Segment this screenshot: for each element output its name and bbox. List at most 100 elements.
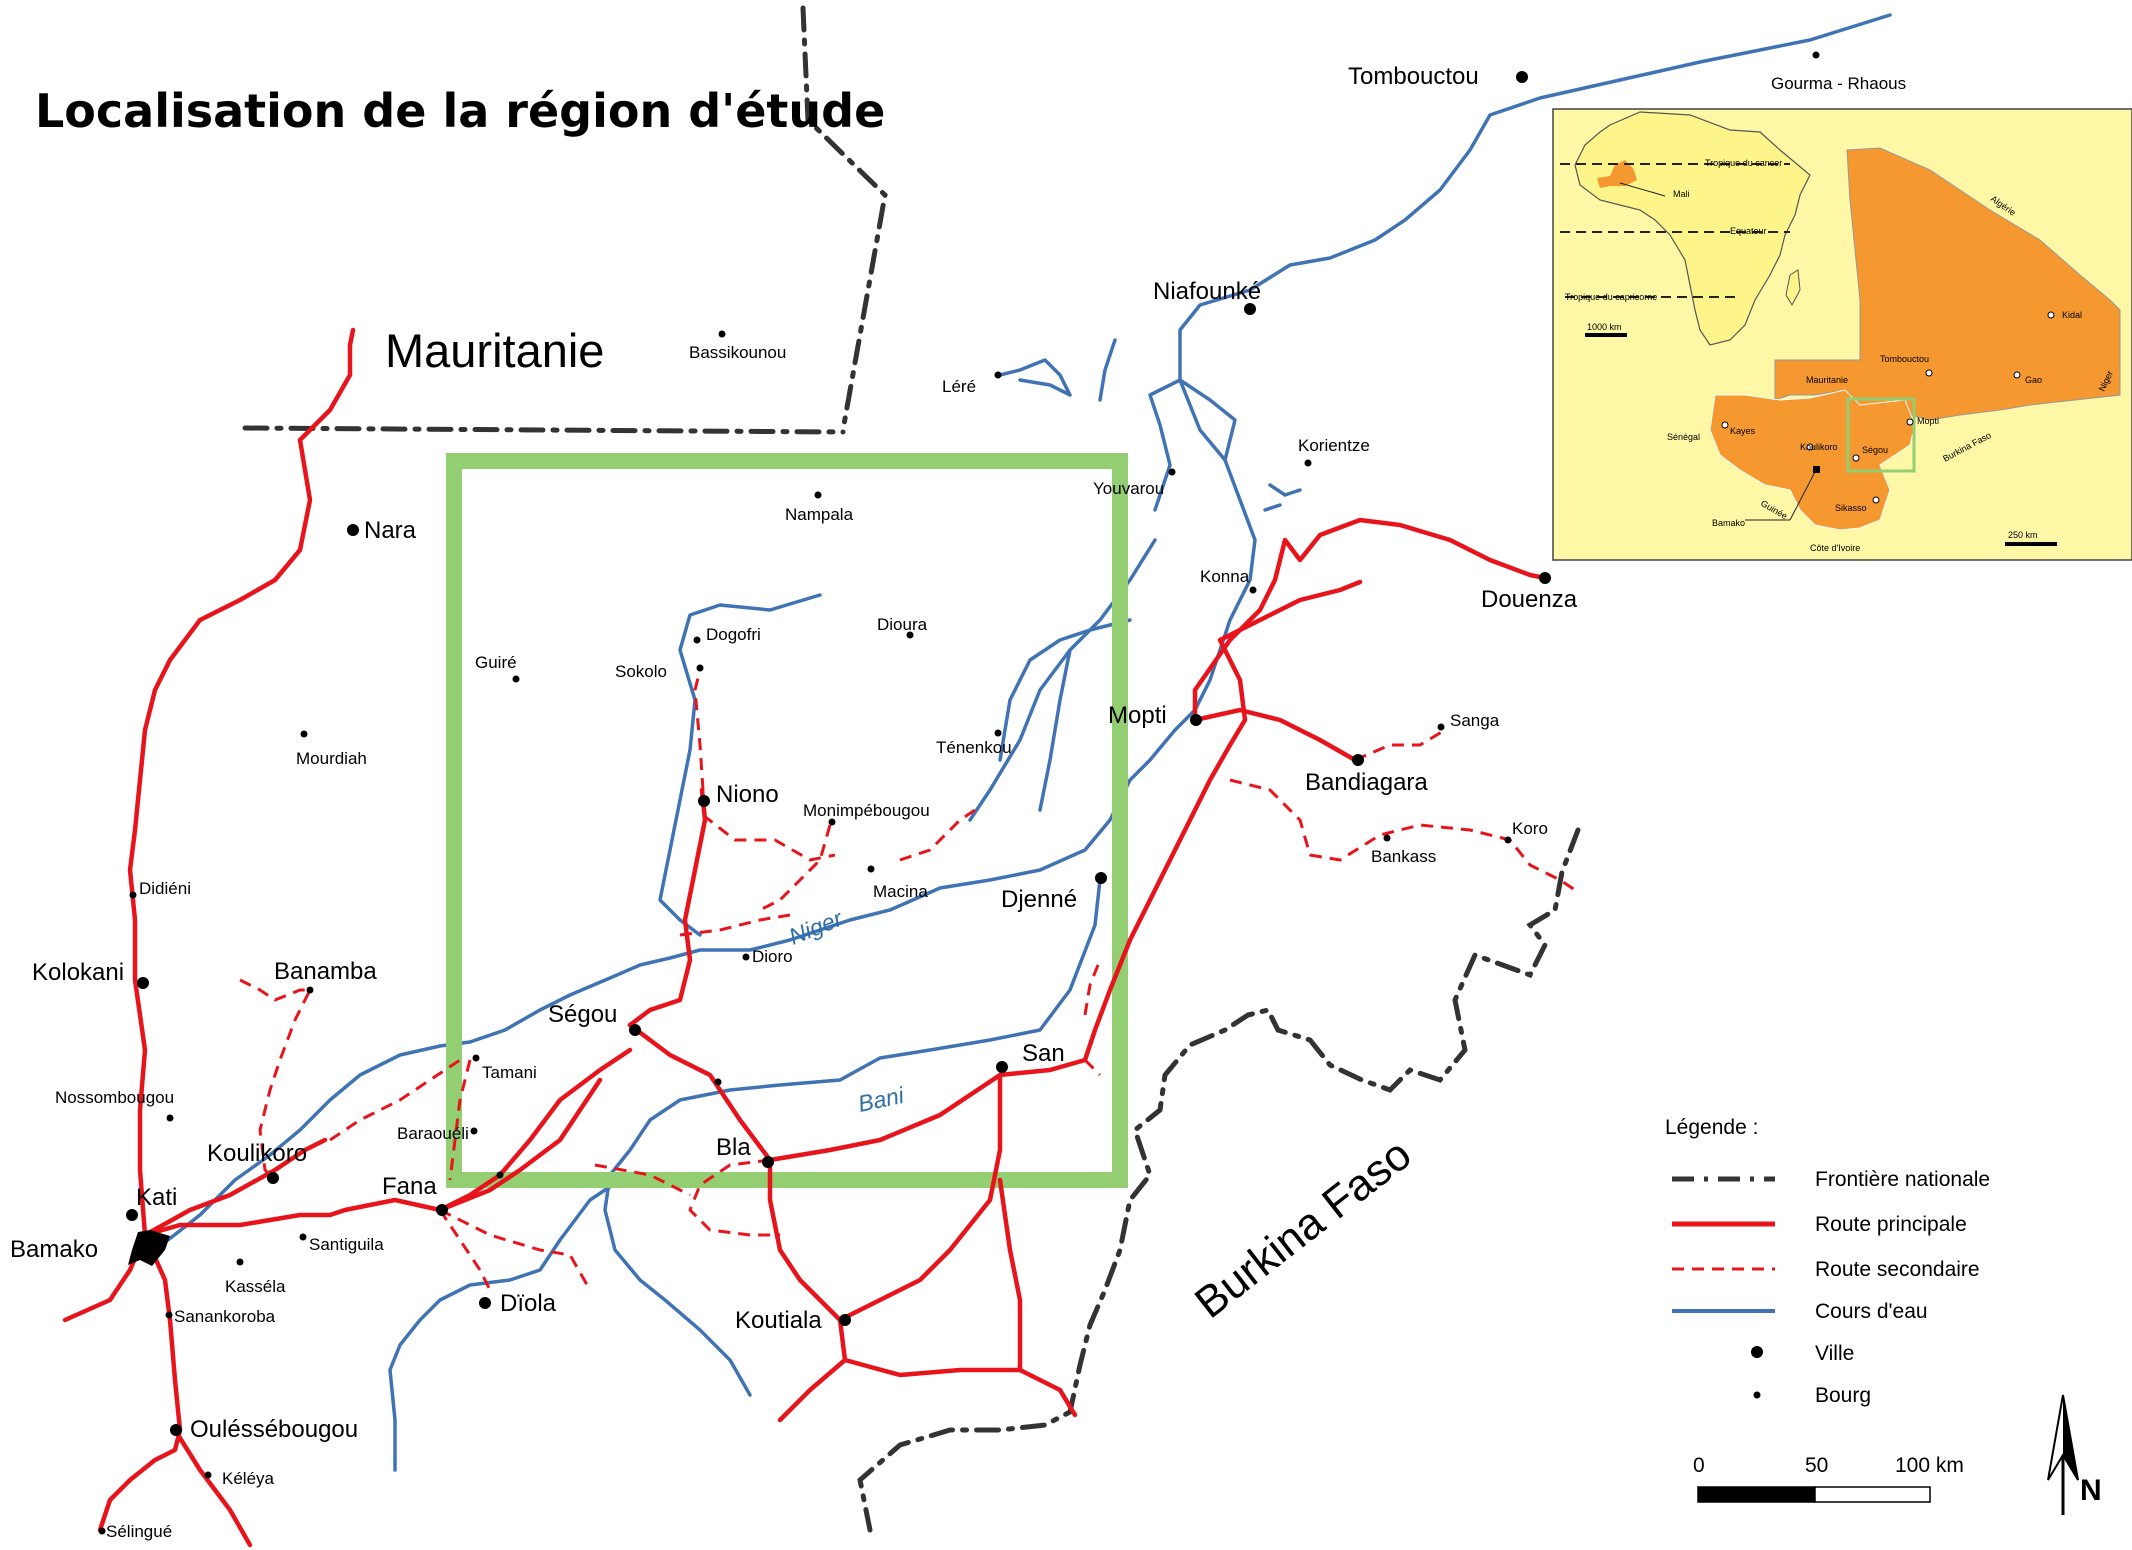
inset-bamako-pointer bbox=[1789, 469, 1817, 521]
label-kolokani: Kolokani bbox=[32, 959, 124, 986]
city-labels: Tombouctou Niafounké Douenza Mopti Bandi… bbox=[10, 63, 1578, 1443]
sroad-fana-se bbox=[439, 1208, 592, 1291]
label-sokolo: Sokolo bbox=[615, 662, 667, 681]
river-inner-delta-2 bbox=[1038, 648, 1072, 812]
label-gourma: Gourma - Rhaous bbox=[1771, 74, 1906, 93]
label-bamako: Bamako bbox=[10, 1236, 98, 1263]
inset-africa-lines bbox=[1560, 163, 1790, 298]
road-mopti-bandiagara bbox=[1192, 707, 1358, 763]
city-dot-tombouctou bbox=[1516, 71, 1528, 83]
legend-title: Légende : bbox=[1665, 1116, 1758, 1139]
sroad-banamba bbox=[239, 978, 312, 1182]
secondary-roads bbox=[239, 669, 1576, 1291]
inset-label-senegal: Sénégal bbox=[1667, 432, 1700, 442]
sroad-monimpe bbox=[759, 824, 832, 912]
scale-tick-0: 0 bbox=[1693, 1454, 1705, 1477]
label-bankass: Bankass bbox=[1371, 847, 1436, 866]
label-guire: Guiré bbox=[475, 653, 517, 672]
inset-label-tropic-cancer: Tropique du cancer bbox=[1705, 158, 1782, 168]
city-dot-kati bbox=[126, 1209, 138, 1221]
north-label: N bbox=[2080, 1474, 2102, 1507]
city-dot-bla bbox=[762, 1156, 774, 1168]
town-dot-sanga bbox=[1437, 723, 1445, 731]
city-dot-niafounke bbox=[1244, 303, 1256, 315]
label-dideni: Didiéni bbox=[139, 879, 191, 898]
town-dot-dioro bbox=[742, 953, 750, 961]
inset-bamako-marker bbox=[1813, 466, 1820, 473]
road-segou-bla bbox=[627, 1022, 1003, 1163]
label-koulikoro: Koulikoro bbox=[207, 1140, 307, 1167]
city-dot-koulikoro bbox=[267, 1172, 279, 1184]
city-dot-bandiagara bbox=[1352, 754, 1364, 766]
town-dot-banamba bbox=[306, 986, 314, 994]
inset-label-gao: Gao bbox=[2025, 375, 2042, 385]
map-title: Localisation de la région d'étude bbox=[35, 84, 885, 138]
town-dot-korientze bbox=[1304, 459, 1312, 467]
legend-city-label: Ville bbox=[1815, 1342, 1854, 1365]
town-dot-bla-north bbox=[714, 1078, 722, 1086]
river-lake-2 bbox=[1268, 483, 1302, 497]
north-arrow-half bbox=[2063, 1395, 2078, 1480]
sroad-bla-ne bbox=[594, 1163, 691, 1197]
town-dot-fana-east bbox=[496, 1171, 504, 1179]
border-mauritania-north bbox=[800, 5, 888, 433]
road-bamako-nara bbox=[127, 327, 356, 1238]
city-dot-douenza bbox=[1539, 572, 1551, 584]
inset-label-mali: Mali bbox=[1673, 189, 1690, 199]
label-tombouctou: Tombouctou bbox=[1348, 63, 1479, 90]
legend: Légende : Frontière nationale Route prin… bbox=[1665, 1116, 1990, 1407]
river-niger-branch bbox=[1148, 378, 1237, 512]
inset-label-equator: Equateur bbox=[1730, 226, 1767, 236]
town-dot-bassikounou bbox=[718, 330, 726, 338]
inset-label-tombouctou: Tombouctou bbox=[1880, 354, 1929, 364]
road-bla-koutiala bbox=[767, 1157, 843, 1323]
town-dot-mourdiah bbox=[300, 730, 308, 738]
city-dot-koutiala bbox=[839, 1314, 851, 1326]
study-area-frame bbox=[446, 453, 1128, 1188]
city-dot-niono bbox=[698, 795, 710, 807]
inset-dot-koulikoro bbox=[1806, 443, 1814, 451]
inset-dot-tombouctou bbox=[1925, 369, 1933, 377]
road-fana-segou bbox=[437, 1077, 603, 1213]
road-oulesse-keleya bbox=[172, 1427, 253, 1548]
label-bla: Bla bbox=[716, 1134, 751, 1161]
scale-bar: 0 50 100 km bbox=[1693, 1454, 1964, 1503]
inset-study-area bbox=[1846, 397, 1916, 473]
town-dot-dioura bbox=[906, 631, 914, 639]
label-kassela: Kasséla bbox=[225, 1277, 286, 1296]
label-konna: Konna bbox=[1200, 567, 1250, 586]
inset-africa-mali bbox=[1597, 160, 1637, 188]
city-dot-segou bbox=[629, 1024, 641, 1036]
town-dot-koro bbox=[1504, 836, 1512, 844]
label-koro: Koro bbox=[1512, 819, 1548, 838]
inset-label-cote-ivoire: Côte d'Ivoire bbox=[1810, 543, 1860, 553]
town-dot-dideni bbox=[129, 891, 137, 899]
road-koutiala-east bbox=[837, 1072, 1003, 1323]
sroad-delta bbox=[899, 808, 976, 862]
river-lake-3 bbox=[1263, 503, 1282, 512]
town-dot-tenenkou bbox=[994, 729, 1002, 737]
label-segou: Ségou bbox=[548, 1001, 617, 1028]
city-dot-nara bbox=[347, 524, 359, 536]
inset-mali-south bbox=[1709, 389, 1916, 531]
label-macina: Macina bbox=[873, 882, 928, 901]
sroad-koulikoro-segou bbox=[329, 1058, 461, 1142]
label-mopti: Mopti bbox=[1108, 702, 1167, 729]
town-dot-nossombougou bbox=[166, 1114, 174, 1122]
legend-town-swatch bbox=[1753, 1391, 1761, 1399]
inset-africa-scale-label: 1000 km bbox=[1587, 322, 1622, 332]
label-koutiala: Koutiala bbox=[735, 1307, 822, 1334]
town-dot-bankass bbox=[1383, 834, 1391, 842]
city-dot-oulessebougou bbox=[170, 1424, 182, 1436]
town-dot-guire bbox=[512, 675, 520, 683]
river-lere bbox=[998, 358, 1072, 397]
town-dot-konna bbox=[1249, 586, 1257, 594]
label-monimpebougou: Monimpébougou bbox=[803, 801, 930, 820]
label-niafounke: Niafounké bbox=[1153, 278, 1261, 305]
label-bassikounou: Bassikounou bbox=[689, 343, 786, 362]
river-label-bani: Bani bbox=[856, 1082, 907, 1117]
label-lere: Léré bbox=[942, 377, 976, 396]
inset-madagascar bbox=[1785, 269, 1801, 307]
label-nara: Nara bbox=[364, 517, 417, 544]
